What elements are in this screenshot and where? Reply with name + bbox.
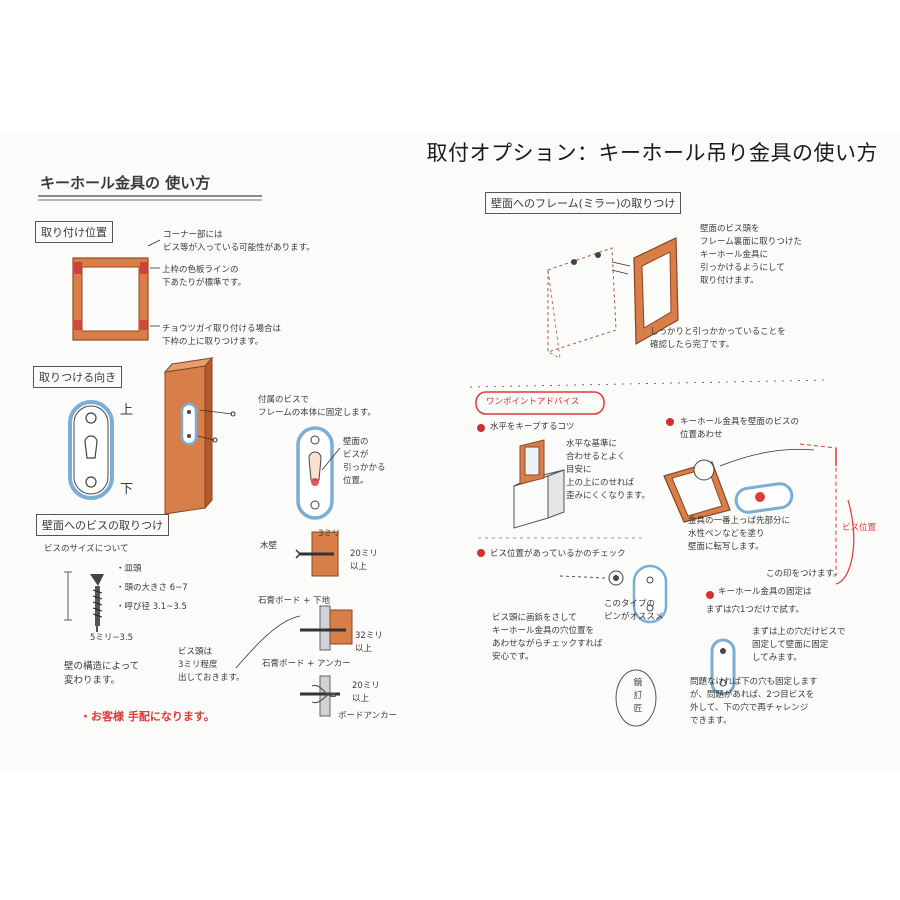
mark-note: この印をつけます。 [766,569,842,579]
hook-note: 壁面の ビスが 引っかかる 位置。 [343,437,386,486]
wood-wall-diagram [295,531,339,577]
level-tip-drawing [513,439,565,529]
wall-screw-label: 壁面へのビスの取りつけ [36,514,170,536]
length: 5ミリ~3.5 [90,633,134,643]
gypsum-base-label: 石膏ボード + 下地 [258,596,331,606]
level-note: 水平な基準に 合わせるとよく 目安に 上の上にのせれば 歪みにくくなります。 [566,439,650,501]
screw-note: 付属のビスで フレームの本体に固定します。 [258,395,376,418]
structure-note: 壁の構造によって 変わります。 [64,661,140,686]
anchor-diagram [300,675,340,717]
corner-marker [140,262,148,274]
align-note: 金具の一番上っぱ先部分に 水性ペンなどを塗り 壁面に転写します。 [688,516,791,552]
divider [469,379,831,388]
wood-wall-label: 木壁 [260,541,278,551]
exposed-note: ビス頭は 3ミリ程度 出しておきます。 [178,647,245,683]
screw-drawing [64,571,104,632]
confirm-note: しっかりと引っかかっていることを 確認したら完了です。 [650,327,786,350]
stamp-outline [615,669,657,727]
pin-check-drawing [477,549,668,624]
align-title: キーホール金具を壁面のビスの 位置あわせ [680,417,800,440]
pin-note: このタイプの ピンがオススメ [604,599,664,622]
mount-note: 壁面のビス頭を フレーム裏面に取りつけた キーホール金具に 引っかけるようにして… [700,224,802,286]
fix-step-3: 問題なければ下の穴も固定します が、問題があれば、2つ目ビスを 外して、下の穴で… [690,677,818,726]
gypsum-anchor-label: 石膏ボード + アンカー [262,659,351,669]
hinge-marker [140,320,148,330]
fix-keyhole-drawing [706,591,736,696]
wood-length: 20ミリ 以上 [350,549,378,572]
up-label: 上 [120,403,134,418]
wood-depth: 3ミリ [318,529,341,539]
advice-box [475,391,605,415]
size-title: ビスのサイズについて [44,544,129,554]
top-note: 上枠の色板ラインの 下あたりが標準です。 [162,265,247,288]
frame-side-drawing [163,356,236,515]
wall-mount-drawing [547,237,679,359]
fix-step-2: まずは上の穴だけビスで 固定して壁面に固定 してみます。 [752,627,846,663]
gypsum-base-diagram [300,605,353,651]
anchor-length: 20ミリ 以上 [352,681,380,704]
down-label: 下 [120,482,134,497]
check-note: ビス頭に画鋲をさして キーホール金具の穴位置を あわせながらチェックすれば 安心… [492,613,603,662]
keyhole-hook-drawing [296,426,341,520]
corner-note: コーナー部には ビス等が入っている可能性があります。 [163,230,315,253]
keyhole-bracket-drawing [68,400,114,500]
hinge-marker [74,320,82,330]
diameter: ・呼び径 3.1~3.5 [116,602,187,612]
corner-marker [74,262,82,274]
gypsum-base-length: 32ミリ 以上 [355,631,383,654]
mount-label: 壁面へのフレーム(ミラー)の取りつけ [485,192,682,214]
stamp-text: 鏡 訂 匠 [633,678,643,714]
hinge-note: チョウツガイ取り付ける場合は 下枠の上に取りつけます。 [162,324,282,347]
head-type: ・皿頭 [116,564,142,574]
anchor-label: ボードアンカー [338,711,398,721]
screw-position: ビス位置 [842,523,877,533]
level-title: 水平をキープするコツ [490,422,575,432]
align-tip-drawing [663,443,855,585]
direction-label: 取りつける向き [33,366,123,388]
fix-title: キーホール金具の固定は [718,587,812,597]
position-frame-drawing [72,239,161,341]
position-label: 取り付け位置 [35,221,113,243]
advice-label: ワンポイントアドバイス [486,397,580,407]
fix-step-1: まずは穴1つだけで試す。 [706,605,805,615]
head-size: ・頭の大きさ 6~7 [116,583,188,593]
banner-title: 取付オプション：キーホール吊り金具の使い方 [426,141,878,165]
page-heading: キーホール金具の 使い方 [40,174,211,192]
document-sheet [0,133,900,770]
customer-note: ・お客様 手配になります。 [80,710,215,723]
check-title: ビス位置があっているかのチェック [490,549,626,559]
